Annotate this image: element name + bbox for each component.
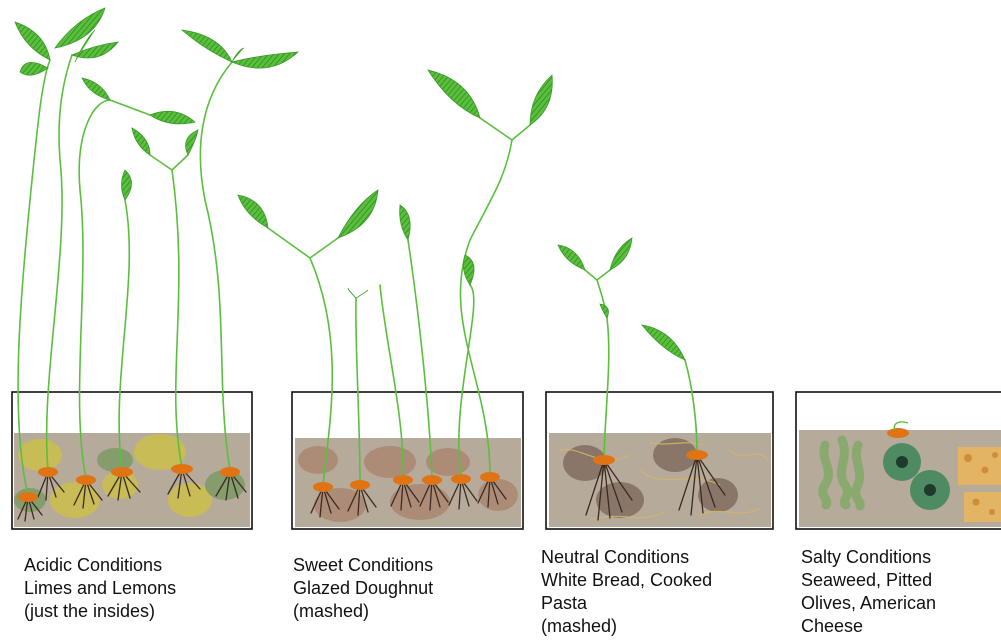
leaves	[15, 8, 685, 360]
acidic-caption-title: Acidic Conditions	[24, 554, 176, 577]
sweet-caption-note: (mashed)	[293, 600, 433, 623]
salty-caption-ingredients-end: Cheese	[801, 615, 936, 638]
neutral-panel	[546, 392, 773, 529]
neutral-caption-note: (mashed)	[541, 615, 712, 638]
sweet-caption-title: Sweet Conditions	[293, 554, 433, 577]
cheese-pieces	[958, 447, 1001, 522]
salty-panel	[796, 392, 1001, 529]
salty-caption-ingredients-cont: Olives, American	[801, 592, 936, 615]
neutral-caption-title: Neutral Conditions	[541, 546, 712, 569]
sprouting-seed	[887, 428, 909, 438]
salty-caption-title: Salty Conditions	[801, 546, 936, 569]
acidic-caption: Acidic Conditions Limes and Lemons (just…	[24, 554, 176, 623]
neutral-caption: Neutral Conditions White Bread, Cooked P…	[541, 546, 712, 638]
salty-caption: Salty Conditions Seaweed, Pitted Olives,…	[801, 546, 936, 638]
neutral-caption-ingredients: White Bread, Cooked	[541, 569, 712, 592]
salty-caption-ingredients: Seaweed, Pitted	[801, 569, 936, 592]
sweet-caption: Sweet Conditions Glazed Doughnut (mashed…	[293, 554, 433, 623]
sweet-caption-ingredients: Glazed Doughnut	[293, 577, 433, 600]
plant-stems	[18, 55, 697, 495]
acidic-caption-note: (just the insides)	[24, 600, 176, 623]
acidic-caption-ingredients: Limes and Lemons	[24, 577, 176, 600]
neutral-caption-ingredients-cont: Pasta	[541, 592, 712, 615]
sweet-panel	[292, 392, 523, 529]
